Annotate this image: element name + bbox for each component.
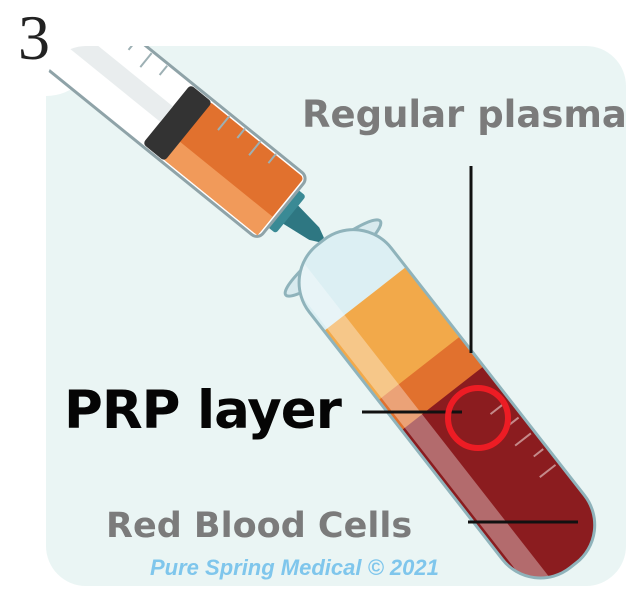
step-number: 3 [18, 2, 50, 73]
test-tube [279, 210, 615, 586]
plunger-stopper [144, 86, 211, 160]
regular-plasma-label: Regular plasma [302, 93, 627, 136]
prp-band [371, 331, 492, 437]
syringe [46, 46, 471, 361]
prp-highlight-ring [445, 385, 511, 451]
syringe-fluid [164, 102, 303, 234]
syringe-graduations [127, 46, 277, 164]
tube-outline [297, 228, 597, 580]
needle-hub [281, 204, 324, 243]
red-blood-cells-label: Red Blood Cells [106, 506, 413, 546]
prp-layer-label: PRP layer [64, 380, 342, 441]
plunger-rod [46, 46, 173, 122]
tube-shine [282, 258, 553, 586]
fluid-highlight [162, 139, 273, 236]
rbc-layer [395, 361, 615, 586]
hub-collar [267, 189, 305, 233]
copyright-credit: Pure Spring Medical © 2021 [150, 555, 439, 580]
